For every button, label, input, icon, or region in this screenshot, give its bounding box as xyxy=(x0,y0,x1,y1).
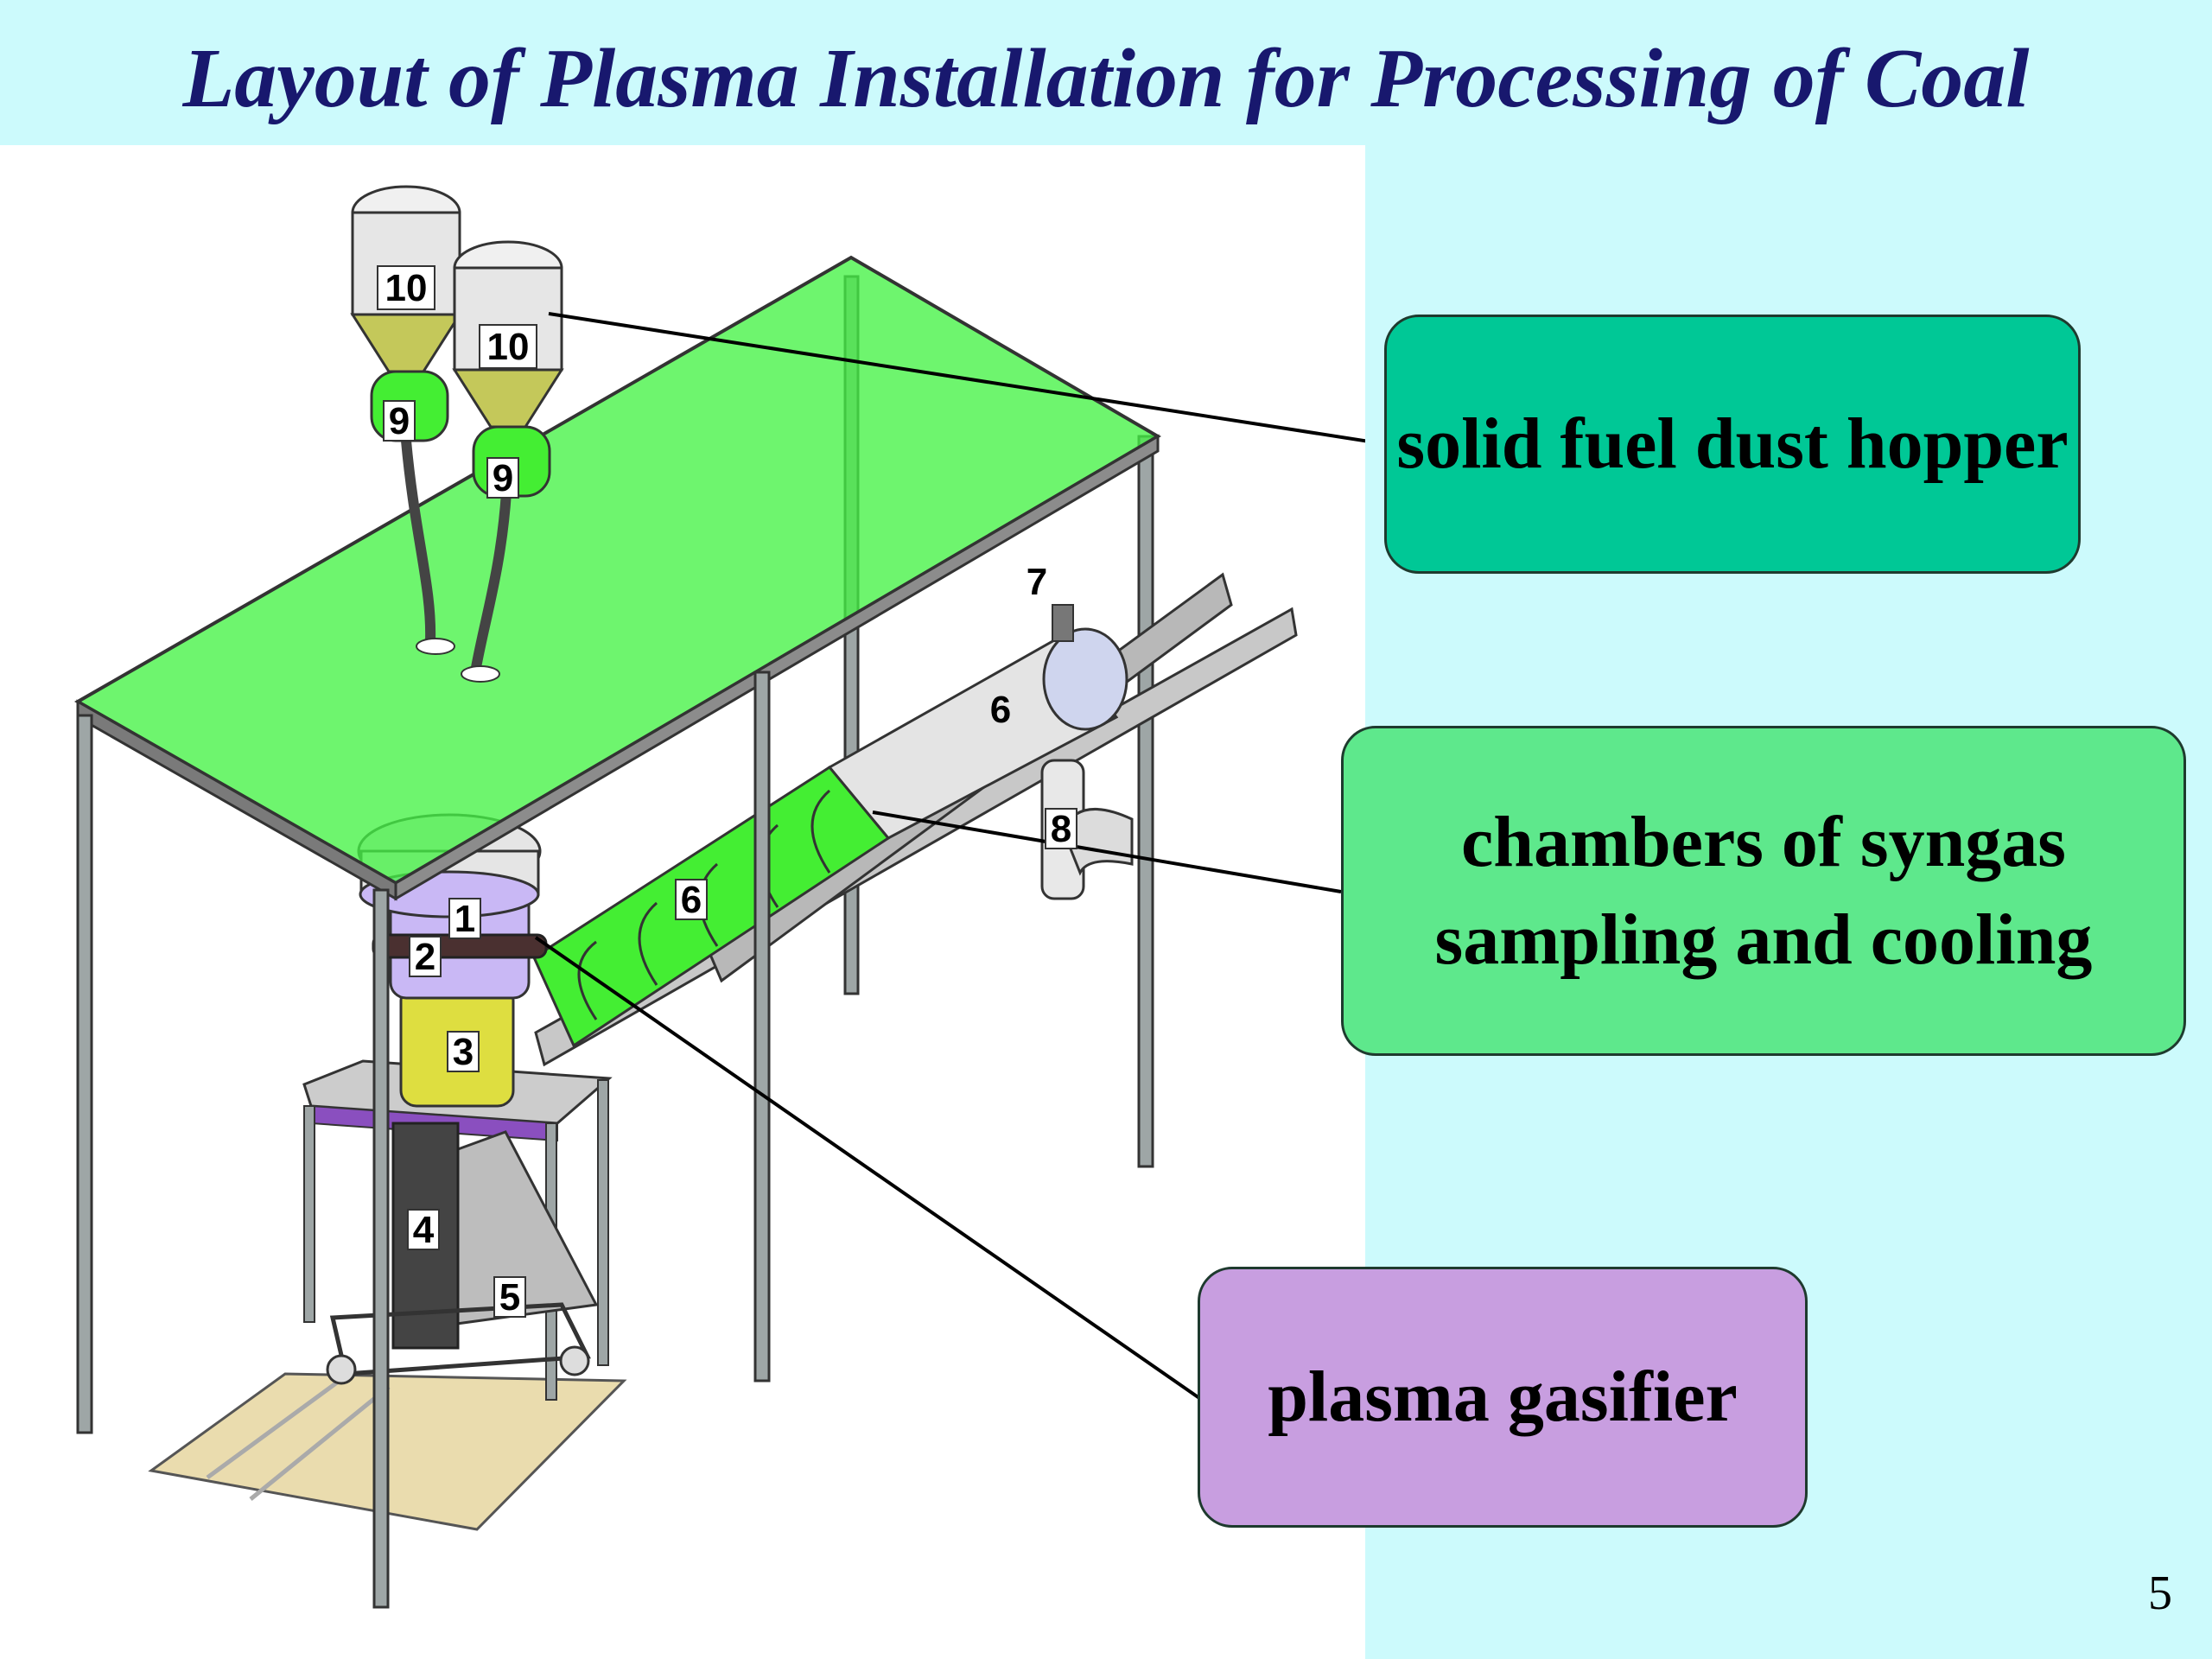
part-label-box xyxy=(479,324,537,369)
part-5-number: 5 xyxy=(499,1276,520,1319)
part-4-number: 4 xyxy=(413,1209,435,1251)
feeder-right-number: 9 xyxy=(493,457,513,499)
chamber-fitting xyxy=(1052,604,1074,642)
chamber-end-cap xyxy=(1042,627,1128,731)
part-label-box xyxy=(409,936,442,977)
chamber-front-number: 6 xyxy=(681,879,702,921)
chamber-ring xyxy=(810,789,831,874)
part-label-box xyxy=(448,898,481,939)
feeder-left-number: 9 xyxy=(389,400,410,442)
frame-leg xyxy=(372,888,390,1609)
canopy-edge xyxy=(394,434,1160,901)
floor-rail xyxy=(249,1385,391,1501)
leader-line-gasifier xyxy=(534,936,1201,1400)
roof-opening xyxy=(416,638,455,655)
frame-leg xyxy=(1137,435,1154,1168)
callout-gasifier-text: plasma gasifier xyxy=(1268,1357,1738,1438)
chamber-ring xyxy=(577,940,598,1020)
leader-line-chambers xyxy=(872,810,1342,893)
part-3-number: 3 xyxy=(453,1031,474,1073)
part-1-number: 1 xyxy=(454,898,475,940)
hopper-left-number: 10 xyxy=(385,267,428,309)
hopper-funnel xyxy=(350,313,462,373)
installation-drawing: 10 10 9 9 1 2 3 4 5 6 6 7 8 xyxy=(73,185,1365,1609)
feed-pipe xyxy=(470,492,512,674)
trolley-wheel xyxy=(326,1354,357,1385)
part-7-number: 7 xyxy=(1027,561,1047,603)
chamber-ring xyxy=(638,901,658,986)
part-label-box xyxy=(675,879,708,920)
callout-syngas-chambers: chambers of syngas sampling and cooling xyxy=(1341,726,2186,1056)
stand-leg xyxy=(303,1105,315,1323)
part-8-number: 8 xyxy=(1051,808,1071,850)
part-label-box xyxy=(486,457,519,499)
hopper-right-number: 10 xyxy=(487,326,530,368)
part-label-box xyxy=(447,1031,480,1072)
hopper-funnel xyxy=(452,368,564,429)
part-label-box xyxy=(377,265,435,310)
callout-hopper-text: solid fuel dust hopper xyxy=(1396,404,2069,485)
slide-title: Layout of Plasma Installation for Proces… xyxy=(182,32,2030,125)
frame-leg xyxy=(76,714,93,1434)
part-label-box xyxy=(493,1276,526,1318)
page-number: 5 xyxy=(2148,1567,2172,1620)
callout-solid-fuel-dust-hopper: solid fuel dust hopper xyxy=(1384,315,2081,574)
chamber-green-section xyxy=(532,766,891,1048)
part-label-box xyxy=(383,400,416,442)
feed-pipe xyxy=(401,440,436,642)
chamber-rear-number: 6 xyxy=(990,689,1011,731)
roof-opening xyxy=(461,665,500,683)
stand-leg xyxy=(597,1079,609,1366)
part-label-box xyxy=(1045,808,1077,849)
leader-line-hopper xyxy=(548,312,1365,443)
part-2-number: 2 xyxy=(415,936,435,978)
floor-rail xyxy=(206,1380,339,1480)
installation-diagram: 10 10 9 9 1 2 3 4 5 6 6 7 8 xyxy=(0,145,1365,1659)
part-label-box xyxy=(407,1209,440,1250)
frame-leg xyxy=(753,671,771,1382)
callout-chambers-text: chambers of syngas sampling and cooling xyxy=(1434,801,2093,980)
trolley-wheel xyxy=(559,1345,590,1376)
callout-plasma-gasifier: plasma gasifier xyxy=(1198,1267,1808,1528)
